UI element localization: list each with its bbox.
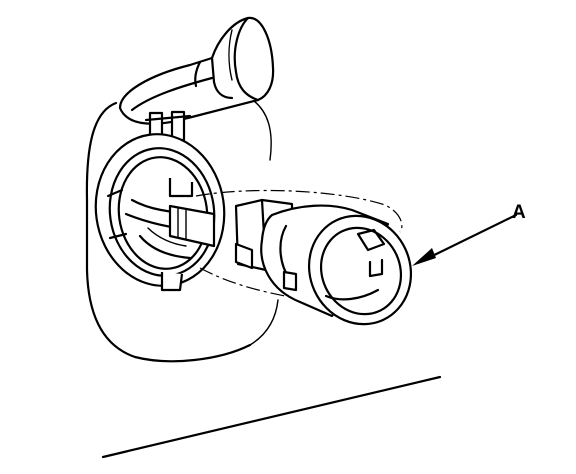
accessory-socket: [234, 198, 413, 326]
callout-arrowhead: [412, 248, 436, 266]
phantom-lines: [195, 189, 403, 299]
floor-line: [101, 375, 442, 459]
wire-harness: [124, 198, 216, 260]
callout-a: A: [412, 202, 526, 266]
callout-a-label: A: [512, 202, 526, 223]
socket-cap: [118, 16, 275, 125]
